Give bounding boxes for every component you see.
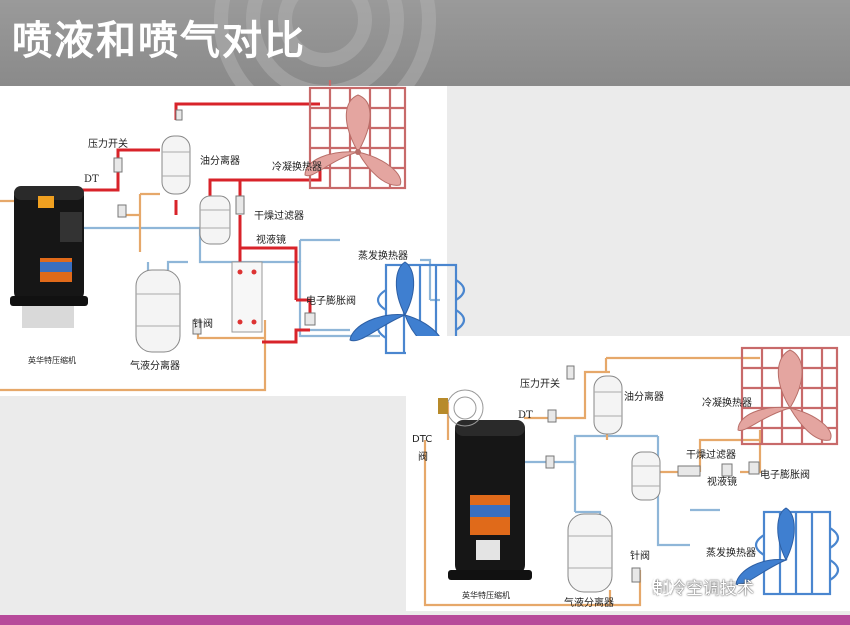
- top-compressor: [10, 186, 88, 328]
- bottom-condenser-label: 冷凝换热器: [702, 398, 752, 409]
- bottom-oil-separator-label: 油分离器: [624, 392, 664, 403]
- bottom-evaporator: [735, 507, 840, 596]
- top-oil-separator: [161, 135, 191, 195]
- top-pressure-switch-label: 压力开关: [88, 139, 128, 150]
- top-evaporator: [349, 261, 466, 355]
- top-accumulator-label: 气液分离器: [130, 361, 180, 372]
- bottom-accent-bar: [0, 615, 850, 625]
- slide-header: 喷液和喷气对比: [0, 0, 850, 131]
- top-receiver: [199, 195, 231, 245]
- top-condenser: [304, 80, 407, 190]
- top-accumulator: [135, 269, 181, 353]
- bottom-sight-glass-label: 视液镜: [707, 477, 737, 488]
- bottom-dryer-filter-label: 干燥过滤器: [686, 450, 736, 461]
- top-needle-valve-label: 针阀: [193, 319, 213, 330]
- wechat-icon: [652, 574, 674, 596]
- bottom-accumulator-label: 气液分离器: [564, 598, 614, 609]
- bottom-pressure-switch-label: 压力开关: [520, 379, 560, 390]
- top-evaporator-label: 蒸发换热器: [358, 251, 408, 262]
- top-condenser-label: 冷凝换热器: [272, 162, 322, 173]
- bottom-dtc-label: DTC: [412, 434, 433, 445]
- bottom-evaporator-label: 蒸发换热器: [706, 548, 756, 559]
- watermark: 制冷空调技术: [652, 574, 754, 599]
- bottom-small-valves: [545, 365, 760, 583]
- watermark-text: 制冷空调技术: [652, 579, 754, 599]
- bottom-accumulator: [567, 513, 613, 593]
- top-oil-separator-label: 油分离器: [200, 156, 240, 167]
- top-compressor-label: 英华特压缩机: [28, 356, 76, 365]
- bottom-dt-label: DT: [518, 410, 533, 421]
- top-eev-label: 电子膨胀阀: [306, 296, 356, 307]
- top-sight-glass-label: 视液镜: [256, 235, 286, 246]
- bottom-oil-separator: [593, 375, 623, 435]
- bottom-dtc-valve-label: 阀: [418, 452, 428, 463]
- bottom-needle-valve-label: 针阀: [630, 551, 650, 562]
- top-small-valves: [113, 109, 316, 335]
- top-dt-label: DT: [84, 174, 99, 185]
- bottom-compressor: [438, 389, 532, 580]
- top-dryer-filter-label: 干燥过滤器: [254, 211, 304, 222]
- bottom-compressor-label: 英华特压缩机: [462, 591, 510, 600]
- bottom-condenser: [737, 346, 839, 446]
- bottom-receiver: [631, 451, 661, 501]
- page-title: 喷液和喷气对比: [12, 17, 306, 64]
- top-plate-heat-exchanger: [231, 261, 263, 333]
- bottom-eev-label: 电子膨胀阀: [760, 470, 810, 481]
